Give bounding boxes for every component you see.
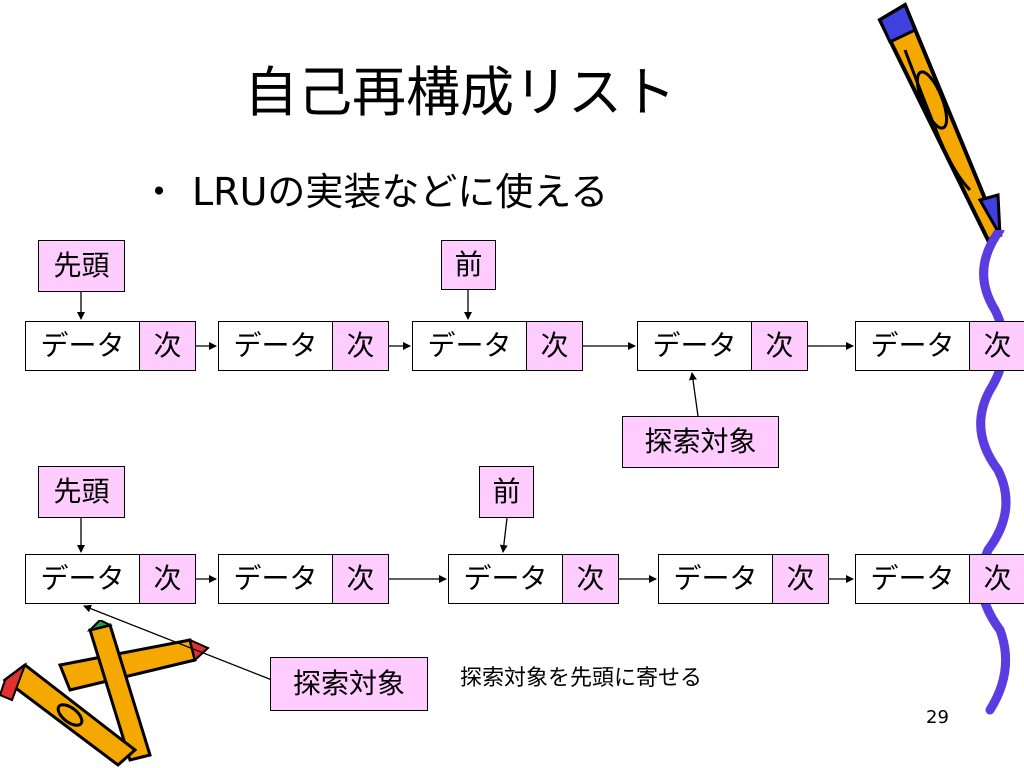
node-next-cell: 次 <box>527 322 582 370</box>
bullet-text: LRUの実装などに使える <box>192 170 609 214</box>
node-data-cell: データ <box>856 322 970 370</box>
node-data-cell: データ <box>638 322 752 370</box>
node-data-cell: データ <box>26 322 140 370</box>
list-node-after: データ 次 <box>25 554 196 604</box>
node-data-cell: データ <box>26 555 140 603</box>
caption-text: 探索対象を先頭に寄せる <box>460 666 703 691</box>
list-node: データ 次 <box>855 321 1024 371</box>
node-data-cell: データ <box>449 555 563 603</box>
pencil-icon <box>877 2 1003 243</box>
node-data-cell: データ <box>219 322 333 370</box>
node-data-cell: データ <box>856 555 970 603</box>
node-data-cell: データ <box>219 555 333 603</box>
list-node: データ 次 <box>25 321 196 371</box>
node-next-cell: 次 <box>140 555 195 603</box>
crayons-icon <box>0 620 210 767</box>
list-node-after: データ 次 <box>658 554 829 604</box>
list-node-after: データ 次 <box>218 554 389 604</box>
bullet-marker: ・ <box>140 170 179 214</box>
arrow-target-to-node1-after <box>83 604 273 681</box>
target-label: 探索対象 <box>622 416 779 468</box>
list-node-after: データ 次 <box>448 554 619 604</box>
node-next-cell: 次 <box>752 322 807 370</box>
arrow-prev-to-node3-after <box>499 517 508 553</box>
node-next-cell: 次 <box>970 322 1024 370</box>
prev-label: 前 <box>441 240 496 290</box>
list-node-after: データ 次 <box>855 554 1024 604</box>
arrow-target-to-node4 <box>689 372 699 417</box>
node-next-cell: 次 <box>773 555 828 603</box>
node-next-cell: 次 <box>140 322 195 370</box>
list-node: データ 次 <box>218 321 389 371</box>
slide-title: 自己再構成リスト <box>244 61 676 124</box>
node-data-cell: データ <box>413 322 527 370</box>
page-number: 29 <box>926 707 949 728</box>
node-next-cell: 次 <box>970 555 1024 603</box>
node-next-cell: 次 <box>333 555 388 603</box>
list-node: データ 次 <box>412 321 583 371</box>
list-node: データ 次 <box>637 321 808 371</box>
prev-label-after: 前 <box>479 466 534 518</box>
target-label-after: 探索対象 <box>270 657 428 711</box>
node-data-cell: データ <box>659 555 773 603</box>
squiggle-line <box>976 230 1011 715</box>
head-label-after: 先頭 <box>38 466 125 518</box>
node-next-cell: 次 <box>563 555 618 603</box>
head-label: 先頭 <box>38 240 125 292</box>
bullet-item: ・ LRUの実装などに使える <box>140 166 608 218</box>
node-next-cell: 次 <box>333 322 388 370</box>
